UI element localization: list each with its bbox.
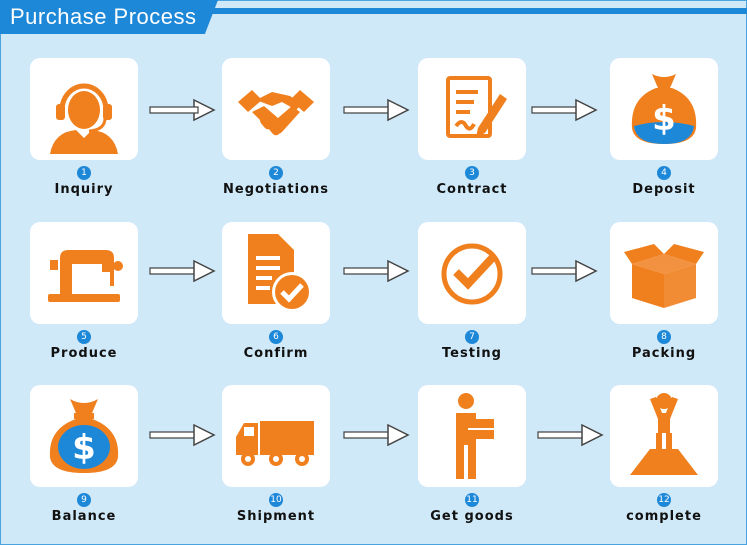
truck-icon — [236, 421, 314, 466]
person-on-podium-icon — [630, 393, 698, 475]
contract-pen-icon — [446, 76, 507, 138]
step-number-badge: 10 — [269, 493, 283, 507]
sewing-machine-icon — [48, 250, 123, 302]
step-number-badge: 2 — [269, 166, 283, 180]
arrow-right-icon — [149, 423, 216, 447]
arrow-right-icon — [149, 259, 216, 283]
step-card — [610, 385, 718, 487]
step-label: Get goods — [430, 509, 514, 524]
step-label: Produce — [50, 346, 118, 361]
arrow-right-icon — [149, 98, 216, 122]
svg-text:$: $ — [652, 99, 676, 139]
person-carrying-box-icon — [456, 393, 494, 479]
step-label: Packing — [631, 346, 697, 361]
headset-agent-icon — [50, 83, 118, 154]
arrow-right-icon — [343, 98, 410, 122]
step-number-badge: 12 — [657, 493, 671, 507]
step-card: $ — [610, 58, 718, 160]
arrow-right-icon — [343, 423, 410, 447]
step-card — [30, 58, 138, 160]
step-number-badge: 9 — [77, 493, 91, 507]
step-number-badge: 11 — [465, 493, 479, 507]
step-card — [30, 222, 138, 324]
step-label: Balance — [51, 509, 117, 524]
step-card: $ — [30, 385, 138, 487]
step-card — [222, 222, 330, 324]
step-number-badge: 6 — [269, 330, 283, 344]
page-title: Purchase Process — [10, 4, 197, 29]
document-check-icon — [248, 234, 312, 312]
step-label: Confirm — [243, 346, 309, 361]
step-number-badge: 8 — [657, 330, 671, 344]
step-number-badge: 4 — [657, 166, 671, 180]
step-number-badge: 7 — [465, 330, 479, 344]
step-label: Shipment — [236, 509, 316, 524]
money-bag-icon: $ — [631, 74, 697, 144]
arrow-right-icon — [537, 423, 604, 447]
step-card — [418, 58, 526, 160]
step-card — [610, 222, 718, 324]
step-card — [418, 222, 526, 324]
arrow-right-icon — [531, 98, 598, 122]
step-number-badge: 5 — [77, 330, 91, 344]
svg-text:$: $ — [72, 428, 96, 468]
step-label: Negotiations — [223, 182, 329, 197]
step-card — [222, 385, 330, 487]
step-card — [222, 58, 330, 160]
step-card — [418, 385, 526, 487]
step-label: Contract — [436, 182, 508, 197]
handshake-icon — [238, 90, 314, 136]
step-label: Testing — [442, 346, 502, 361]
step-label: complete — [626, 509, 702, 524]
check-circle-icon — [441, 243, 503, 305]
open-box-icon — [624, 244, 704, 308]
header-tab: Purchase Process — [0, 0, 218, 34]
arrow-right-icon — [343, 259, 410, 283]
step-label: Inquiry — [54, 182, 114, 197]
step-number-badge: 1 — [77, 166, 91, 180]
header-bar — [0, 8, 747, 14]
step-label: Deposit — [632, 182, 696, 197]
step-number-badge: 3 — [465, 166, 479, 180]
money-bag-blue-icon: $ — [49, 399, 119, 473]
arrow-right-icon — [531, 259, 598, 283]
